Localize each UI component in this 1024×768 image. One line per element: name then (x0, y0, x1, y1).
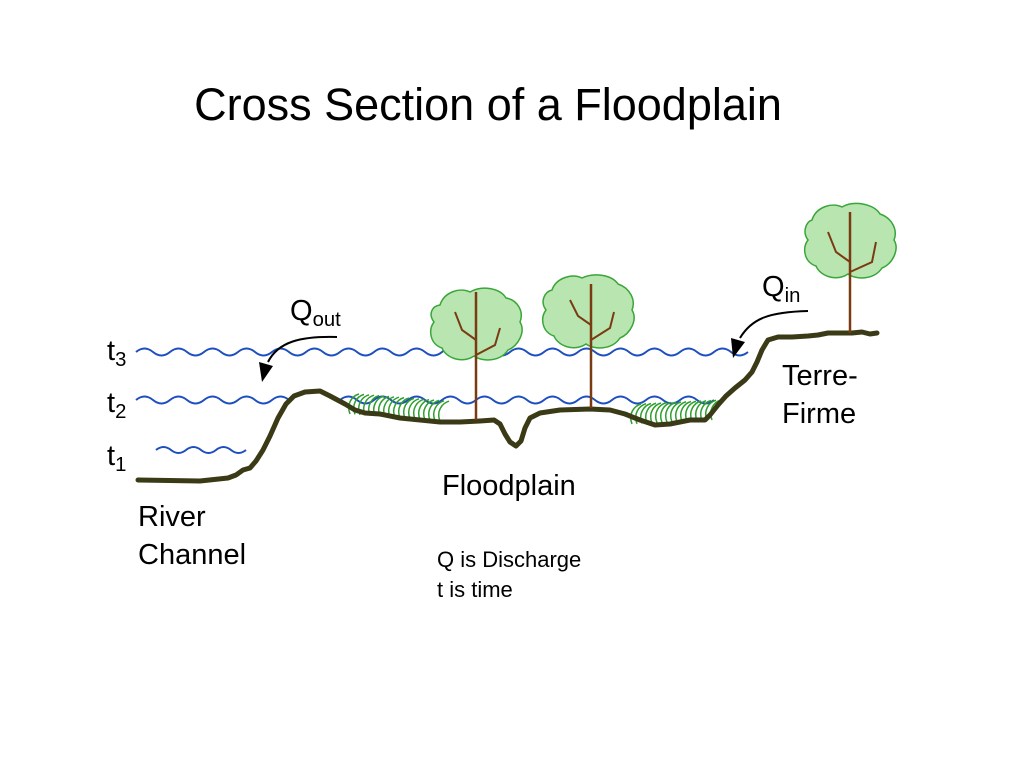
tree-canopy (541, 274, 635, 349)
label-qout-base: Q (290, 295, 313, 327)
grass-blade (634, 403, 647, 425)
legend-discharge: Q is Discharge (437, 547, 582, 572)
grass-blade (347, 393, 360, 415)
grass-blade (664, 401, 677, 423)
label-river-line2: Channel (138, 539, 247, 571)
grass-blade (629, 403, 642, 425)
water-levels (135, 347, 749, 454)
water-line-t2-channel (135, 395, 290, 405)
grass-blade (674, 401, 687, 423)
grass-blade (412, 398, 425, 420)
tree-1 (429, 287, 523, 420)
label-qout-sub: out (312, 309, 341, 332)
tree-branch (827, 231, 877, 273)
grass-blade (669, 401, 682, 423)
label-qin-sub: in (784, 285, 801, 308)
ground-profile (135, 329, 880, 484)
label-t1: t1 (107, 437, 126, 475)
tree-branch (569, 299, 615, 341)
label-qout: Qout (290, 292, 341, 330)
label-terre-line2: Firme (782, 398, 857, 430)
page-title: Cross Section of a Floodplain (194, 79, 782, 130)
tree-3 (803, 202, 897, 333)
grass-blade (654, 402, 667, 424)
qout-arrow (259, 335, 338, 382)
label-t3-base: t (107, 335, 116, 367)
label-terre-line1: Terre- (782, 360, 858, 392)
arrowhead (259, 362, 273, 382)
tree-2 (541, 274, 635, 408)
label-t2-base: t (107, 387, 116, 419)
grass-blade (422, 399, 435, 421)
water-line-t2-floodplain (339, 395, 715, 405)
label-t1-sub: 1 (115, 454, 127, 477)
grass-blade (649, 402, 662, 424)
grass-blade (659, 401, 672, 423)
label-t1-base: t (107, 440, 116, 472)
label-t3-sub: 3 (115, 349, 127, 372)
grass-blade (679, 400, 692, 422)
label-floodplain: Floodplain (442, 470, 576, 502)
label-terre-firme: Terre- Firme (782, 357, 858, 433)
label-qin-base: Q (762, 271, 785, 303)
water-line-t3 (135, 347, 749, 357)
water-line-t1 (155, 446, 247, 454)
tree-branch (454, 311, 501, 356)
grass-blade (407, 398, 420, 420)
label-t3: t3 (107, 332, 126, 370)
grass-blade (427, 399, 440, 421)
label-river-channel: River Channel (138, 498, 246, 574)
legend-time: t is time (437, 577, 513, 602)
qin-arrow (731, 310, 809, 358)
grass-blade (437, 400, 450, 422)
label-t2: t2 (107, 384, 126, 422)
label-t2-sub: 2 (115, 401, 127, 424)
grass-blade (432, 400, 445, 422)
grass-blade (417, 398, 430, 420)
arrowhead (731, 338, 745, 358)
label-qin: Qin (762, 268, 800, 306)
label-river-line1: River (138, 501, 206, 533)
